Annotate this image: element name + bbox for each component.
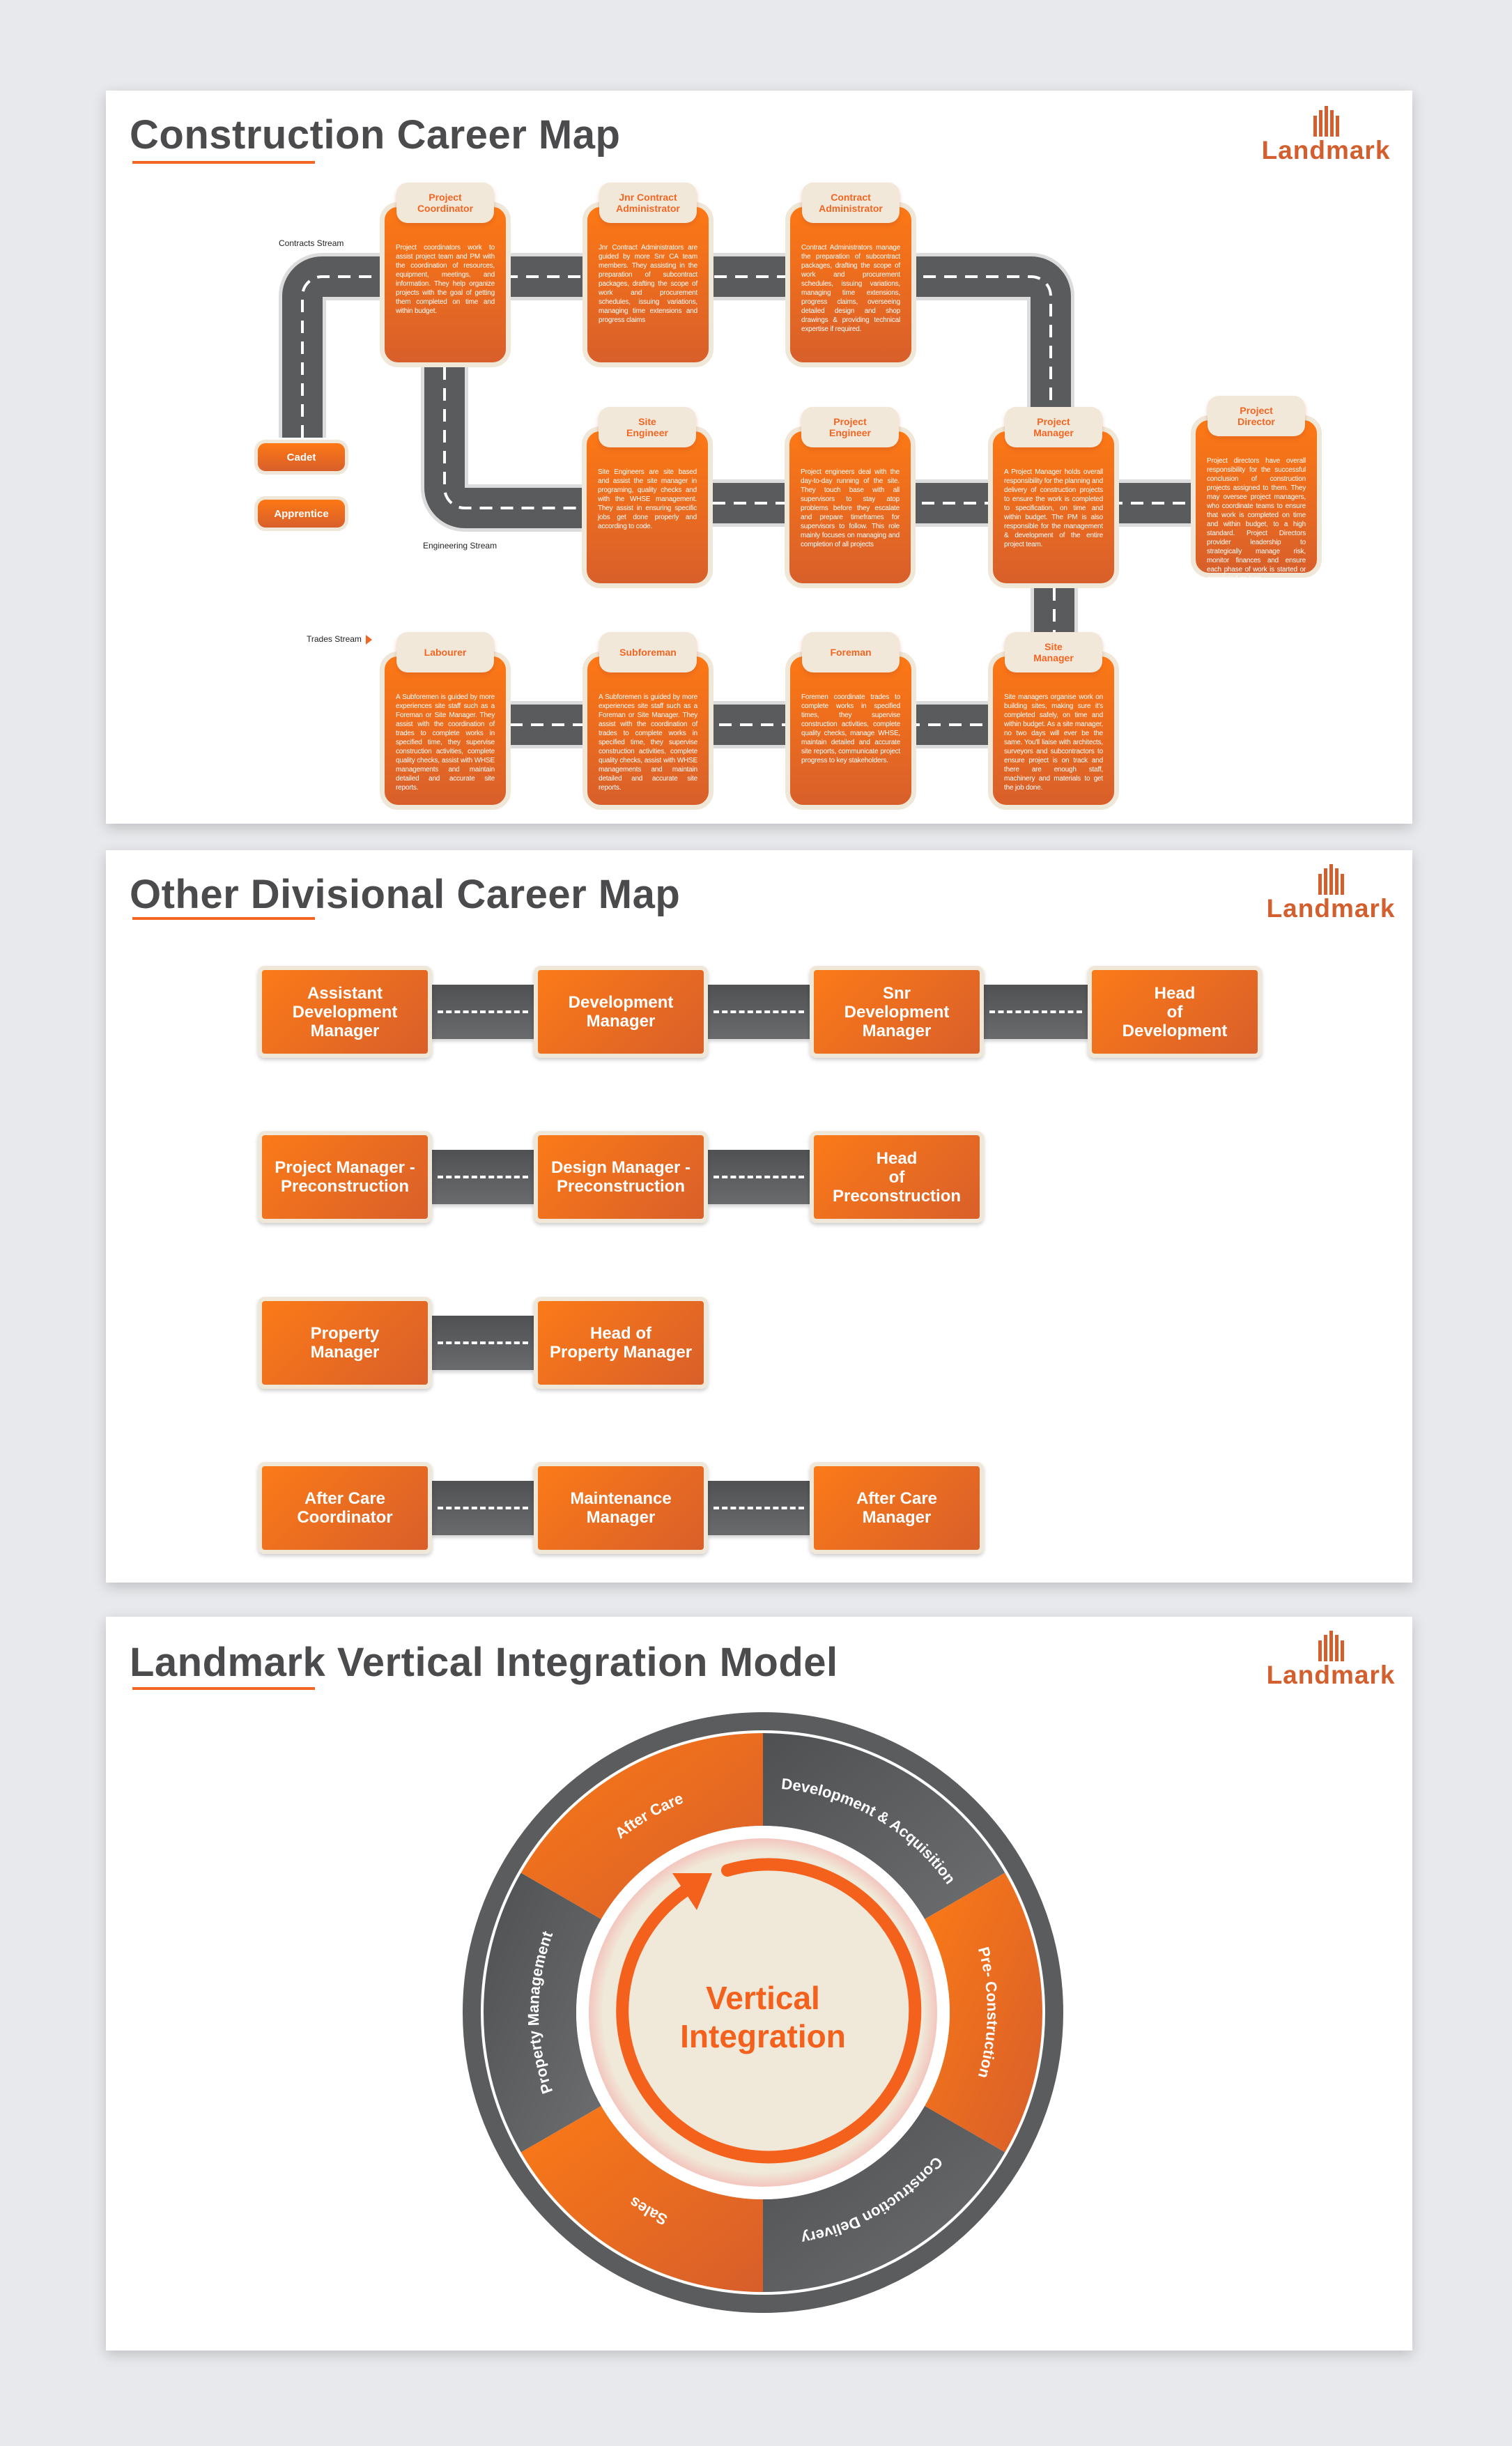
building-icon (1318, 864, 1344, 895)
segment-sales (520, 2106, 763, 2292)
role-box-snr-development-manager: Snr Development Manager (810, 966, 984, 1058)
career-card-title: Labourer (396, 632, 494, 672)
role-box-project-manager-preconstruction: Project Manager - Preconstruction (258, 1131, 432, 1223)
career-card-description: Project engineers deal with the day-to-d… (801, 468, 900, 548)
role-box-after-care-coordinator: After Care Coordinator (258, 1462, 432, 1554)
career-card-project-engineer: Project engineers deal with the day-to-d… (785, 426, 916, 588)
career-card-title: Subforeman (599, 632, 697, 672)
career-card-title: Project Coordinator (396, 183, 494, 223)
cycle-arrow (616, 1858, 922, 2164)
segment-development-acquisition (763, 1733, 1005, 1919)
career-card-description: A Project Manager holds overall responsi… (1004, 468, 1103, 548)
road-connector (708, 1481, 810, 1535)
role-box-head-of-preconstruction: Head of Preconstruction (810, 1131, 984, 1223)
divisional-title: Other Divisional Career Map (130, 872, 681, 917)
career-card-contract-administrator: Contract Administrators manage the prepa… (785, 202, 916, 367)
career-card-description: Foremen coordinate trades to complete wo… (801, 693, 900, 764)
segment-property-management (484, 1872, 601, 2153)
landmark-logo: Landmark (1260, 106, 1392, 169)
page-title: Construction Career Map (130, 112, 621, 157)
career-card-description: Project directors have overall responsib… (1207, 457, 1306, 583)
segment-pre-construction (925, 1872, 1042, 2153)
landmark-logo: Landmark (1265, 1631, 1397, 1693)
road-connector (432, 1481, 534, 1535)
cadet-box: Cadet (254, 440, 348, 475)
center-disc (589, 1838, 937, 2187)
role-box-assistant-development-manager: Assistant Development Manager (258, 966, 432, 1058)
segment-after-care (520, 1733, 763, 1919)
road-connector (708, 1150, 810, 1204)
role-box-after-care-manager: After Care Manager (810, 1462, 984, 1554)
contracts-stream-label: Contracts Stream (279, 238, 344, 248)
career-card-description: A Subforemen is guided by more experienc… (599, 693, 697, 792)
building-icon (1313, 106, 1339, 137)
role-box-maintenance-manager: Maintenance Manager (534, 1462, 708, 1554)
role-box-head-of-development: Head of Development (1088, 966, 1262, 1058)
career-card-title: Jnr Contract Administrator (599, 183, 697, 223)
trades-stream-text: Trades Stream (307, 634, 362, 644)
brand-name: Landmark (1266, 1661, 1396, 1689)
role-box-development-manager: Development Manager (534, 966, 708, 1058)
role-box-design-manager-preconstruction: Design Manager - Preconstruction (534, 1131, 708, 1223)
road-connector (708, 985, 810, 1039)
brand-name: Landmark (1261, 136, 1391, 164)
career-card-title: Site Manager (1005, 632, 1102, 672)
role-box-head-of-property-manager: Head of Property Manager (534, 1297, 708, 1389)
trades-stream-label: Trades Stream (307, 634, 372, 645)
road-connector (432, 1150, 534, 1204)
road-connector (984, 985, 1088, 1039)
road-connector (432, 985, 534, 1039)
career-card-description: Site managers organise work on building … (1004, 693, 1103, 792)
career-card-project-manager: A Project Manager holds overall responsi… (988, 426, 1119, 588)
segment-construction-delivery (763, 2106, 1005, 2292)
career-card-description: Project coordinators work to assist proj… (396, 244, 495, 315)
landmark-logo: Landmark (1265, 864, 1397, 927)
building-icon (1318, 1631, 1344, 1661)
career-card-foreman: Foremen coordinate trades to complete wo… (785, 652, 916, 810)
road-connector (432, 1316, 534, 1370)
career-card-site-engineer: Site Engineers are site based and assist… (582, 426, 713, 588)
career-card-title: Site Engineer (599, 407, 696, 447)
career-card-project-director: Project directors have overall responsib… (1191, 415, 1322, 583)
career-card-description: Site Engineers are site based and assist… (598, 468, 697, 530)
title-underline (132, 1687, 315, 1690)
title-underline (132, 917, 315, 920)
career-card-title: Project Director (1208, 396, 1305, 436)
career-card-description: Contract Administrators manage the prepa… (801, 244, 900, 333)
career-card-title: Project Manager (1005, 407, 1102, 447)
outer-ring (463, 1712, 1063, 2313)
career-card-subforeman: A Subforemen is guided by more experienc… (583, 652, 713, 810)
career-card-title: Foreman (802, 632, 900, 672)
center-title-line1: Vertical (706, 1980, 820, 2016)
career-card-description: A Subforemen is guided by more experienc… (396, 693, 495, 792)
engineering-stream-label: Engineering Stream (423, 541, 497, 551)
center-title-line2: Integration (680, 2018, 846, 2054)
career-card-project-coordinator: Project coordinators work to assist proj… (380, 202, 511, 367)
career-card-description: Jnr Contract Administrators are guided b… (599, 244, 697, 324)
career-card-site-manager: Site managers organise work on building … (988, 652, 1119, 810)
career-card-jnr-contract-administrator: Jnr Contract Administrators are guided b… (583, 202, 713, 367)
career-card-title: Project Engineer (801, 407, 899, 447)
title-underline (132, 161, 315, 164)
career-card-labourer: A Subforemen is guided by more experienc… (380, 652, 511, 810)
apprentice-box: Apprentice (254, 496, 348, 531)
brand-name: Landmark (1266, 894, 1396, 923)
career-card-title: Contract Administrator (802, 183, 900, 223)
arrow-right-icon (365, 634, 372, 645)
integration-title: Landmark Vertical Integration Model (130, 1640, 838, 1685)
role-box-property-manager: Property Manager (258, 1297, 432, 1389)
arrowhead-icon (672, 1873, 712, 1910)
